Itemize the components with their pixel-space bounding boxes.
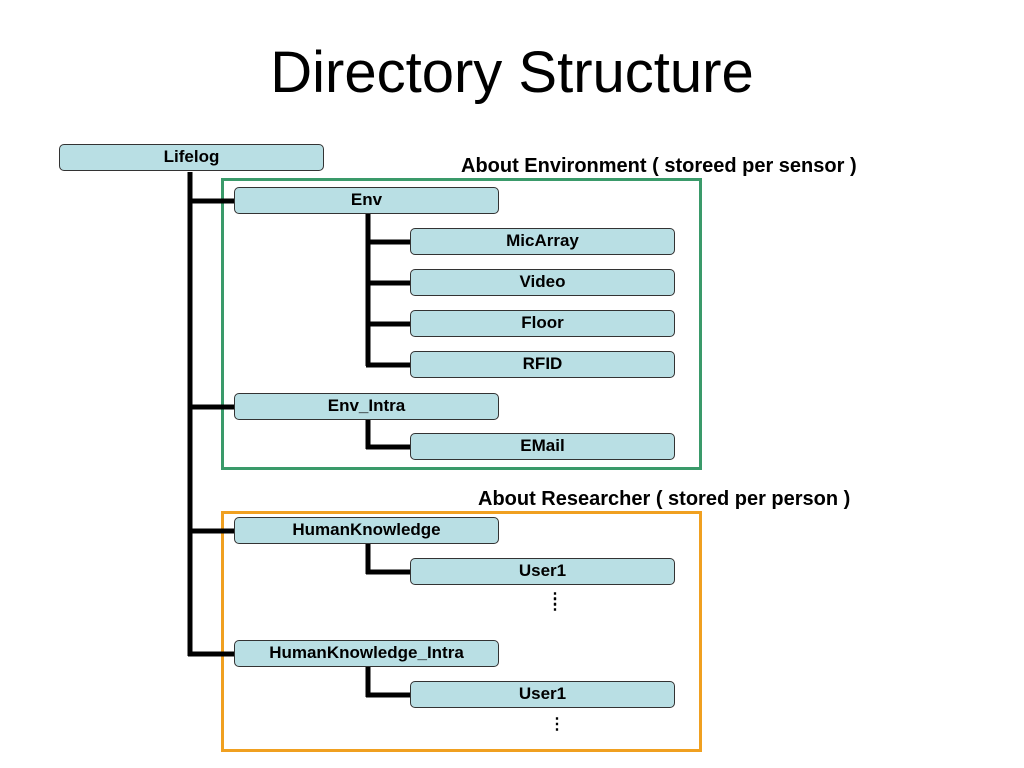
node-user1-a: User1 — [410, 558, 675, 585]
researcher-caption: About Researcher ( stored per person ) — [478, 488, 851, 510]
researcher-group-frame — [221, 511, 702, 752]
node-humanknowledge-intra: HumanKnowledge_Intra — [234, 640, 499, 667]
page-title: Directory Structure — [270, 40, 754, 105]
node-humanknowledge: HumanKnowledge — [234, 517, 499, 544]
node-env: Env — [234, 187, 499, 214]
node-env-intra: Env_Intra — [234, 393, 499, 420]
environment-caption: About Environment ( storeed per sensor ) — [461, 155, 857, 177]
node-email: EMail — [410, 433, 675, 460]
node-floor: Floor — [410, 310, 675, 337]
node-lifelog: Lifelog — [59, 144, 324, 171]
node-rfid: RFID — [410, 351, 675, 378]
node-video: Video — [410, 269, 675, 296]
environment-group-frame — [221, 178, 702, 470]
node-user1-b: User1 — [410, 681, 675, 708]
ellipsis-vertical-icon: ⋮ — [549, 716, 565, 733]
ellipsis-vertical-icon: ⋮⋮ — [547, 591, 563, 613]
node-micarray: MicArray — [410, 228, 675, 255]
